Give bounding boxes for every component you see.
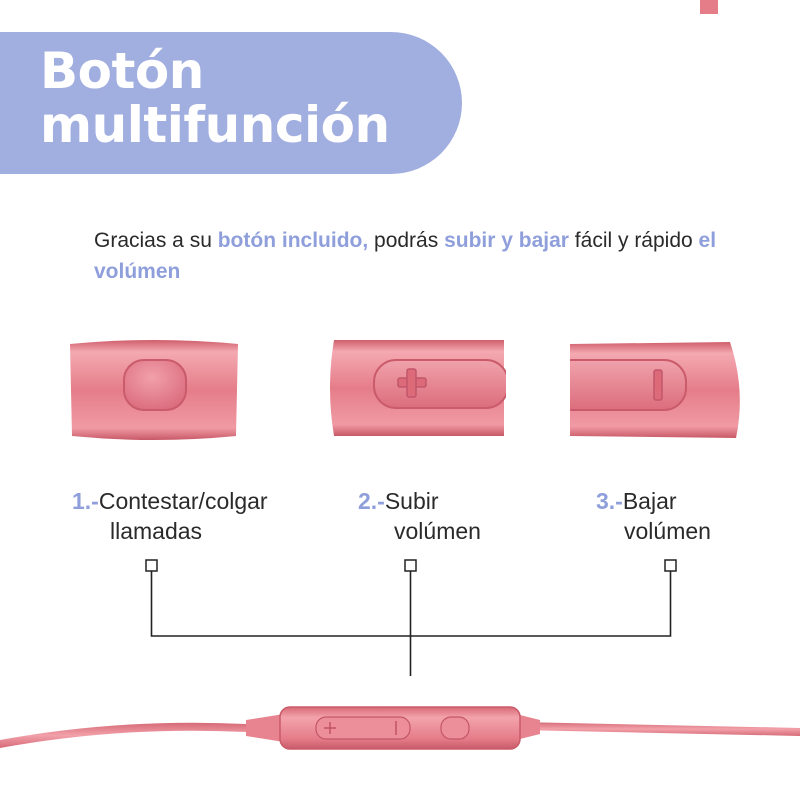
corner-accent <box>700 0 718 14</box>
cable-right <box>520 722 800 736</box>
intro-text: Gracias a su botón incluido, podrás subi… <box>94 225 744 287</box>
answer-button-closeup <box>70 340 238 440</box>
intro-highlight-2: subir y bajar <box>444 229 569 252</box>
caption-volume-up-line-2: volúmen <box>394 518 481 544</box>
plus-icon <box>397 368 427 398</box>
intro-part-1: Gracias a su <box>94 229 218 252</box>
inline-remote <box>0 706 800 750</box>
remote-plus-icon <box>324 722 336 734</box>
volume-up-closeup <box>330 340 506 436</box>
minus-icon <box>653 369 663 401</box>
caption-volume-down-line-1: Bajar <box>622 488 677 514</box>
caption-answer-line-1: Contestar/colgar <box>98 488 268 514</box>
connector-node-1 <box>145 559 158 572</box>
intro-part-2: podrás <box>368 229 445 252</box>
title-banner <box>0 32 462 174</box>
caption-volume-up: 2.-Subir volúmen <box>358 486 481 546</box>
caption-volume-down-number: 3.- <box>596 488 623 514</box>
center-button-icon <box>123 359 187 411</box>
intro-highlight-1: botón incluido, <box>217 229 369 252</box>
caption-answer-line-2: llamadas <box>110 518 203 544</box>
page-title-line-2: multifunción <box>40 96 390 154</box>
caption-volume-down-line-2: volúmen <box>624 518 711 544</box>
page-title-line-1: Botón <box>40 42 204 100</box>
cable-left <box>0 722 282 748</box>
remote-center-button <box>440 716 470 740</box>
remote-volume-rocker <box>315 716 411 740</box>
caption-volume-up-line-1: Subir <box>384 488 439 514</box>
caption-answer-number: 1.- <box>72 488 99 514</box>
connector-node-3 <box>664 559 677 572</box>
intro-highlight-3: el volúmen <box>94 229 717 283</box>
volume-down-closeup <box>570 342 740 438</box>
caption-volume-up-number: 2.- <box>358 488 385 514</box>
caption-answer: 1.-Contestar/colgar llamadas <box>72 486 268 546</box>
intro-part-3: fácil y rápido <box>568 229 699 252</box>
connector-node-2 <box>404 559 417 572</box>
caption-volume-down: 3.-Bajar volúmen <box>596 486 711 546</box>
